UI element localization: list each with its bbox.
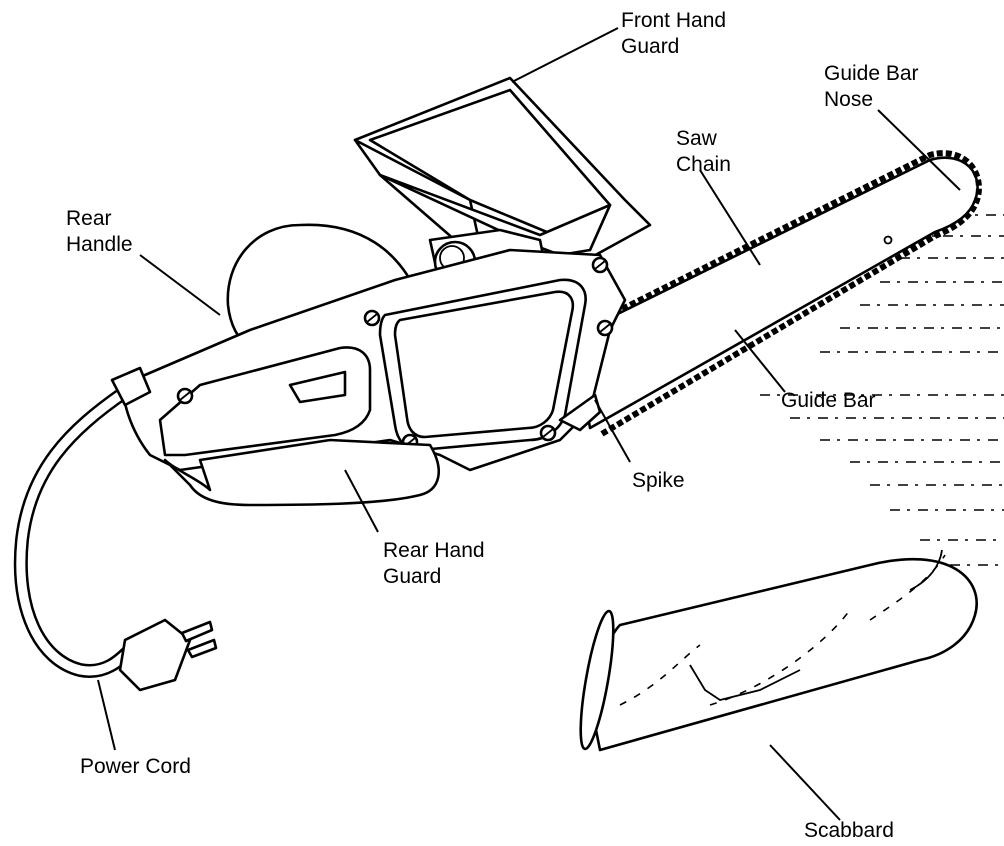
label-guide-bar: Guide Bar	[781, 389, 876, 412]
label-spike: Spike	[632, 469, 685, 492]
spike	[558, 393, 602, 432]
label-rear-handle: Rear Handle	[66, 207, 133, 256]
label-scabbard: Scabbard	[804, 819, 894, 842]
power-cord-inner	[16, 387, 135, 676]
trigger	[288, 370, 347, 404]
label-front-hand-guard: Front Hand Guard	[621, 9, 727, 58]
rear-handle-opening	[158, 346, 372, 457]
saw-chain	[588, 150, 982, 438]
guide-bar	[573, 156, 979, 430]
plug	[118, 618, 192, 692]
label-saw-chain: Saw Chain	[676, 127, 731, 176]
label-power-cord: Power Cord	[80, 755, 191, 778]
label-guide-bar-nose: Guide Bar Nose	[824, 62, 919, 111]
scabbard	[588, 557, 978, 752]
label-rear-hand-guard: Rear Hand Guard	[383, 539, 485, 588]
leader-lines	[97, 27, 961, 821]
rear-hand-guard	[163, 438, 440, 507]
